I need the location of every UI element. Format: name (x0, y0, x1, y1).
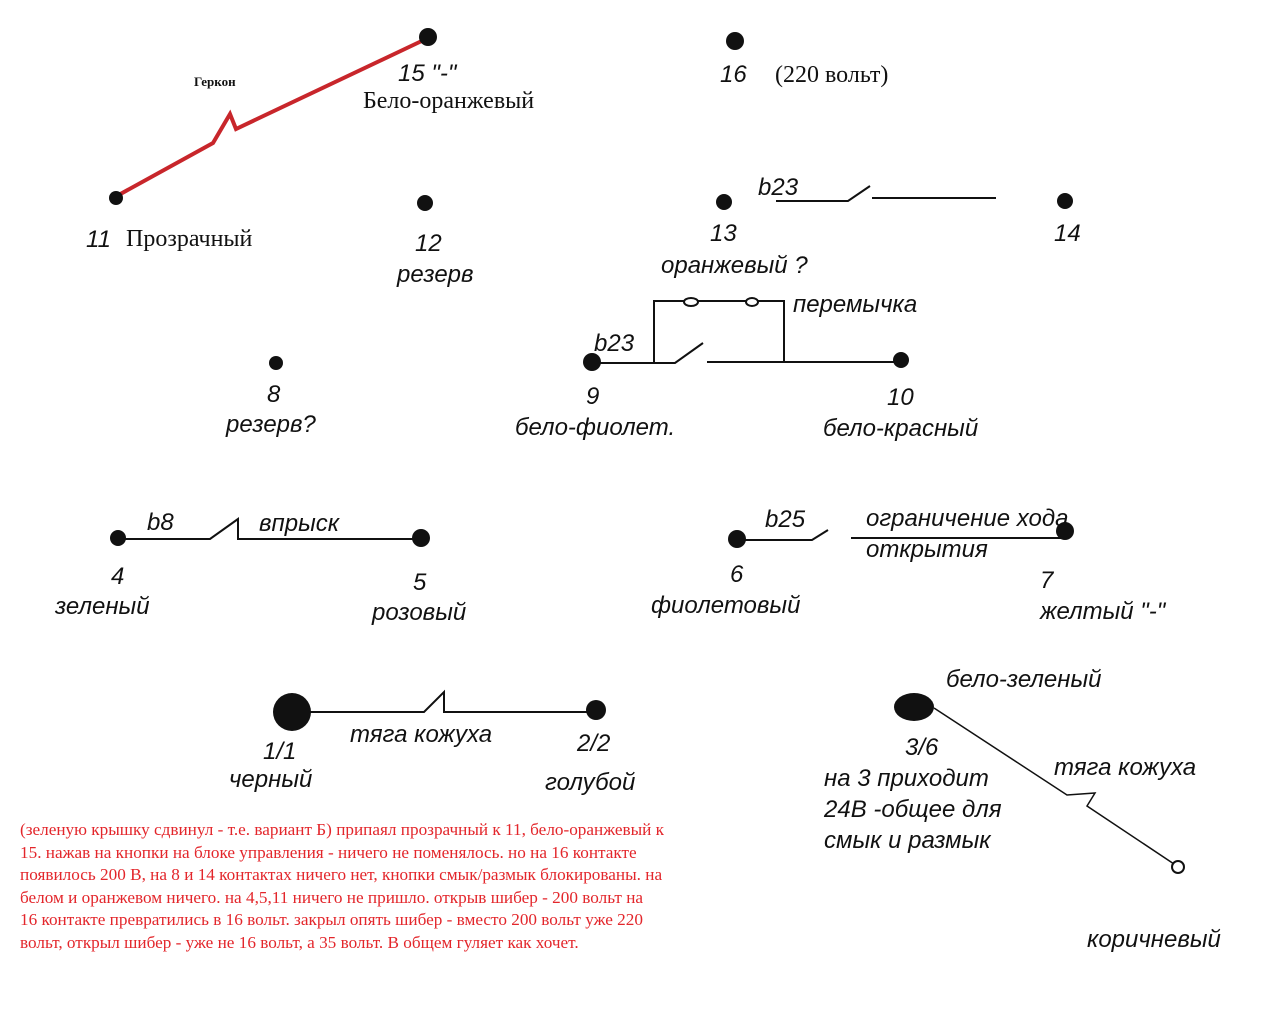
switch-cover-pull-2 (933, 707, 1175, 865)
contact-number-12: 12 (415, 230, 442, 257)
contact-number-1: 1/1 (263, 738, 297, 765)
wire-label-13: оранжевый ? (661, 252, 808, 279)
switch-desc-b25-line2: открытия (866, 536, 988, 563)
switch-desc-b8: впрыск (259, 510, 340, 537)
contact-number-9: 9 (586, 383, 600, 410)
switch-b8 (118, 517, 421, 540)
switch-label-b23-top: b23 (758, 174, 799, 201)
contact-number-7: 7 (1040, 567, 1054, 594)
contact-number-11: 11 (86, 226, 111, 253)
wire-label-9: бело-фиолет. (515, 414, 676, 441)
wire-label-3: бело-зеленый (946, 666, 1102, 693)
contact-number-15: 15 "-" (398, 60, 457, 87)
switch-cover-pull-1 (292, 689, 596, 713)
wire-label-1: черный (229, 766, 313, 793)
contact-dot-8 (269, 356, 283, 370)
switch-b25 (737, 529, 1065, 541)
contact3-note-line3: смык и размык (824, 827, 991, 854)
contact-dot-11 (109, 191, 123, 205)
note-line: 15. нажав на кнопки на блоке управления … (20, 842, 637, 862)
wire-label-16: (220 вольт) (775, 62, 889, 88)
contact-number-4: 4 (111, 563, 125, 590)
contact-number-13: 13 (710, 220, 737, 247)
wire-label-10: бело-красный (823, 415, 979, 442)
note-line: (зеленую крышку сдвинул - т.е. вариант Б… (20, 820, 665, 839)
contact-number-14: 14 (1054, 220, 1081, 247)
contact3-note-line1: на 3 приходит (824, 765, 989, 792)
contact-dot-2 (586, 700, 606, 720)
reed-switch-wire (114, 36, 429, 199)
switch-label-b23-mid: b23 (594, 330, 635, 357)
switch-desc-cover-pull-1: тяга кожуха (350, 721, 493, 748)
contact-dot-15 (419, 28, 437, 46)
wire-label-6: фиолетовый (651, 592, 801, 619)
wire-label-7: желтый "-" (1040, 598, 1166, 625)
contact-dot-7 (1056, 522, 1074, 540)
contact-number-5: 5 (413, 569, 427, 596)
wire-label-brown: коричневый (1087, 926, 1221, 953)
switch-label-b25: b25 (765, 506, 806, 533)
wire-label-12: резерв (397, 261, 474, 288)
contact-dot-14 (1057, 193, 1073, 209)
reed-switch-label: Геркон (194, 74, 236, 89)
switch-desc-b25-line1: ограничение хода (866, 505, 1069, 532)
contact-number-10: 10 (887, 384, 914, 411)
note-line: появилось 200 В, на 8 и 14 контактах нич… (20, 865, 663, 885)
contact-dot-13 (716, 194, 732, 210)
contact-number-3: 3/6 (905, 734, 939, 761)
switch-desc-cover-pull-2: тяга кожуха (1054, 754, 1197, 781)
contact-number-2: 2/2 (577, 730, 611, 757)
wire-label-15: Бело-оранжевый (363, 88, 535, 114)
contact-number-6: 6 (730, 561, 744, 588)
wire-label-4: зеленый (55, 593, 150, 620)
note-line: вольт, открыл шибер - уже не 16 вольт, а… (20, 932, 579, 952)
note-line: белом и оранжевом ничего. на 4,5,11 ниче… (20, 887, 644, 907)
wire-label-5: розовый (372, 599, 467, 626)
switch-b23-top (776, 185, 996, 202)
wire-label-2: голубой (545, 769, 636, 796)
jumper-label: перемычка (793, 291, 918, 318)
wire-label-11: Прозрачный (126, 226, 253, 252)
contact-dot-10 (893, 352, 909, 368)
wire-label-8: резерв? (226, 411, 316, 438)
contact3-note-line2: 24В -общее для (824, 796, 1002, 823)
contact-dot-12 (417, 195, 433, 211)
measurement-note: (зеленую крышку сдвинул - т.е. вариант Б… (20, 819, 810, 955)
contact-dot-brown (1171, 860, 1185, 874)
switch-b23-jumper (592, 297, 901, 364)
contact-number-8: 8 (267, 381, 281, 408)
note-line: 16 контакте превратились в 16 вольт. зак… (20, 910, 643, 930)
contact-dot-16 (726, 32, 744, 50)
switch-label-b8: b8 (147, 509, 174, 536)
contact-number-16: 16 (720, 61, 747, 88)
contact-dot-3 (894, 693, 934, 721)
